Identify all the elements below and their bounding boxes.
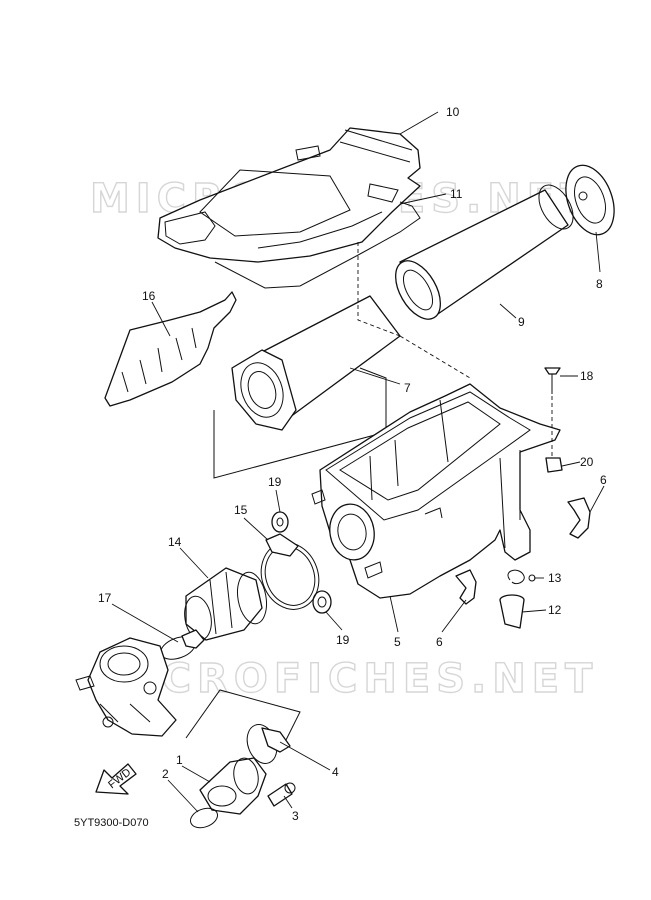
part-8-cap (565, 164, 615, 236)
diagram-code: 5YT9300-D070 (74, 817, 149, 829)
callout-13: 13 (548, 571, 562, 585)
part-15-band (260, 533, 320, 610)
part-16-foam (104, 291, 237, 407)
leader-5 (389, 595, 399, 633)
leader-6b (441, 599, 467, 633)
part-3-bolt (267, 782, 296, 807)
leader-3 (283, 795, 293, 809)
callout-9: 9 (518, 315, 525, 329)
callout-20: 20 (580, 455, 594, 469)
part-5-airbox (319, 383, 561, 599)
part-20-nut (545, 457, 563, 473)
leader-11 (399, 193, 447, 205)
leader-4 (279, 741, 331, 771)
bracket-carb (185, 689, 301, 741)
part-19-grommet-top (271, 511, 289, 533)
leader-17 (111, 603, 179, 643)
callout-16: 16 (142, 289, 156, 303)
leader-8 (595, 231, 601, 273)
leader-14 (179, 547, 209, 579)
callout-2: 2 (162, 767, 169, 781)
leader-7 (349, 367, 401, 385)
callout-10: 10 (446, 105, 460, 119)
part-10-cover (157, 127, 421, 263)
callout-17: 17 (98, 591, 112, 605)
stud (311, 489, 326, 505)
part-4-clamp (246, 724, 291, 764)
part-7-element-inner (231, 295, 401, 431)
callout-6-right: 6 (600, 473, 607, 487)
leader-20 (561, 461, 581, 467)
part-1-manifold (199, 757, 267, 815)
callout-12: 12 (548, 603, 562, 617)
leader-19a (275, 489, 281, 513)
part-13-clamp (507, 569, 525, 585)
part-9-element (395, 184, 574, 320)
part-11-gasket (214, 201, 421, 289)
leader-1 (181, 765, 211, 783)
part-18-screw (544, 367, 561, 456)
callout-4: 4 (332, 765, 339, 779)
leader-2 (167, 779, 199, 813)
part-12-drain (499, 594, 525, 629)
leader-10 (399, 111, 439, 135)
callout-11: 11 (450, 187, 463, 201)
leader-15 (243, 517, 269, 541)
callout-14: 14 (168, 535, 182, 549)
callout-8: 8 (596, 277, 603, 291)
carburetor (75, 637, 177, 737)
callout-5: 5 (394, 635, 401, 649)
callout-3: 3 (292, 809, 299, 823)
watermark-bottom: MICROFICHES.NET (95, 656, 598, 702)
part-19-grommet-bottom (312, 590, 332, 614)
part-14-joint (184, 567, 268, 641)
callout-6-bottom: 6 (436, 635, 443, 649)
callout-19-bottom: 19 (336, 633, 350, 647)
assembly-line-box (399, 335, 471, 379)
part-2-oring (189, 807, 219, 829)
callout-1: 1 (176, 753, 183, 767)
callout-7: 7 (404, 381, 411, 395)
callout-15: 15 (234, 503, 248, 517)
part-6-clip-bottom (455, 569, 477, 605)
part-6-clip-right (567, 497, 591, 539)
leader-6a (589, 485, 605, 513)
leader-16 (151, 301, 171, 337)
fwd-arrow-icon: FWD (95, 763, 137, 795)
assembly-line-cover (357, 242, 401, 337)
leader-12 (521, 609, 547, 613)
callout-19-top: 19 (268, 475, 282, 489)
leader-19b (325, 611, 343, 631)
callout-18: 18 (580, 369, 594, 383)
leader-9 (499, 303, 517, 319)
